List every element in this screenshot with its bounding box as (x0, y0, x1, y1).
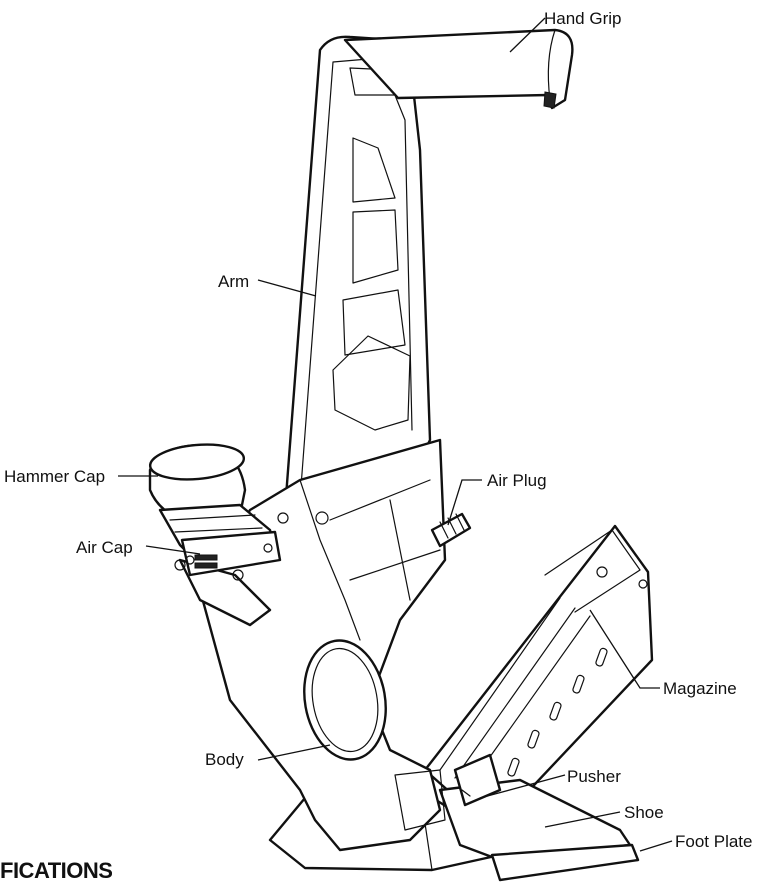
leader-arm (257, 279, 317, 297)
air-cap-part (180, 530, 282, 577)
pusher-part (453, 753, 502, 807)
label-shoe: Shoe (624, 803, 664, 822)
leader-air-plug (447, 479, 482, 526)
section-heading: FICATIONS (0, 860, 113, 882)
callout-labels: Hand Grip Arm Air Plug Hammer Cap Air Ca… (4, 9, 753, 851)
leader-shoe (544, 811, 621, 828)
hand-grip-part (343, 28, 574, 110)
leader-foot-plate (639, 840, 673, 852)
tool-drawing (148, 28, 654, 882)
label-arm: Arm (218, 272, 249, 291)
label-hand-grip: Hand Grip (544, 9, 621, 28)
label-hammer-cap: Hammer Cap (4, 467, 105, 486)
leader-body (257, 744, 331, 761)
leader-air-cap (145, 545, 201, 555)
leader-hand-grip (509, 17, 546, 53)
leader-lines (118, 17, 673, 852)
label-pusher: Pusher (567, 767, 621, 786)
label-body: Body (205, 750, 244, 769)
label-air-plug: Air Plug (487, 471, 547, 490)
label-magazine: Magazine (663, 679, 737, 698)
label-air-cap: Air Cap (76, 538, 133, 557)
leader-pusher (479, 774, 566, 799)
label-foot-plate: Foot Plate (675, 832, 753, 851)
leader-magazine (589, 609, 660, 689)
